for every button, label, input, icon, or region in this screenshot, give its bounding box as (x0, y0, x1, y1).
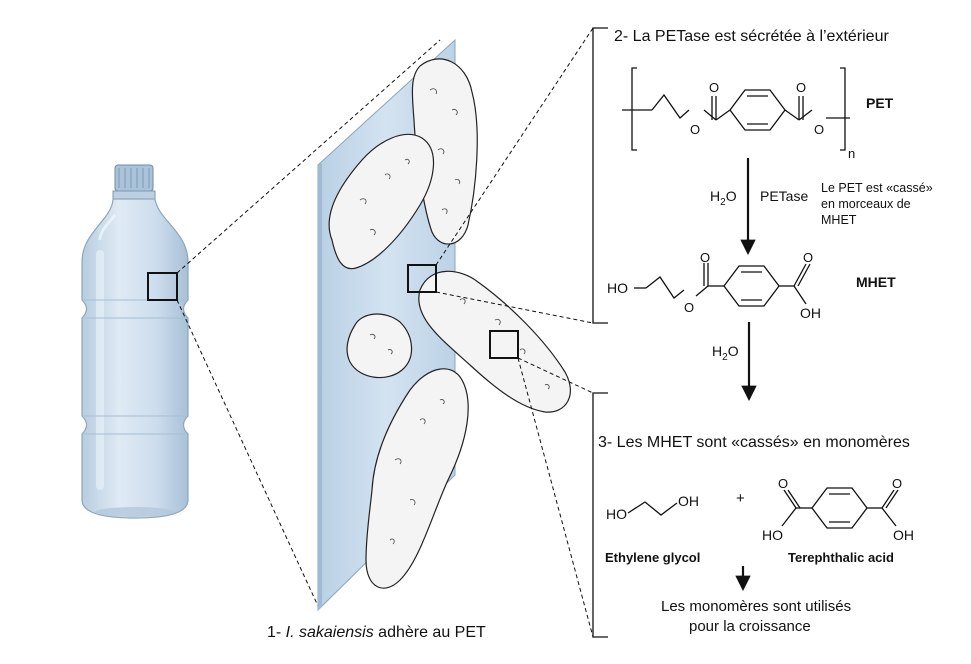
mhet-label: MHET (856, 274, 896, 290)
panel-brackets (592, 27, 608, 638)
step1-suffix: adhère au PET (373, 624, 486, 641)
glycol-ho: HO (606, 506, 627, 522)
bottle-zoom-box (147, 272, 178, 301)
svg-text:O: O (892, 476, 902, 491)
pet-atoms: O O O O (690, 80, 824, 137)
note-line-1: Le PET est «cassé» (821, 181, 933, 195)
bacteria-texture (359, 88, 550, 545)
note-line-3: MHET (821, 213, 857, 227)
enzyme-label: PETase (760, 188, 808, 204)
bacteria-cluster (328, 58, 571, 589)
ethylene-glycol-structure (627, 501, 678, 516)
terephthalic-acid-structure (781, 487, 899, 529)
svg-text:O: O (690, 122, 700, 137)
arrow2-reagent: H2O (712, 343, 739, 363)
acid-name: Terephthalic acid (788, 550, 894, 565)
plastic-bottle (81, 164, 189, 519)
step1-species: I. sakaiensis (285, 624, 374, 641)
bacterium-zoom-box (489, 330, 519, 359)
result-line-1: Les monomères sont utilisés (661, 598, 851, 615)
step1-caption: 1- I. sakaiensis adhère au PET (267, 624, 486, 642)
acid-oh: OH (893, 527, 914, 543)
pet-label: PET (866, 95, 894, 111)
svg-text:O: O (709, 80, 719, 95)
plus-sign: + (736, 490, 745, 507)
glycol-name: Ethylene glycol (605, 550, 700, 565)
svg-text:O: O (684, 300, 694, 315)
mhet-structure (634, 263, 811, 307)
note-line-2: en morceaux de (821, 197, 911, 211)
arrow1-reagent: H2O (710, 188, 737, 208)
svg-text:O: O (778, 476, 788, 491)
step1-prefix: 1- (267, 624, 286, 641)
svg-text:O: O (796, 80, 806, 95)
zoom-lines-panels (435, 27, 594, 638)
mhet-oh: OH (800, 305, 821, 321)
step2-title: 2- La PETase est sécrétée à l’extérieur (614, 28, 889, 45)
repeat-n: n (848, 146, 855, 161)
svg-text:O: O (814, 122, 824, 137)
glycol-oh: OH (678, 493, 699, 509)
mhet-ho: HO (607, 280, 628, 296)
zoom-lines-bottle (176, 39, 441, 607)
pet-structure (622, 67, 850, 151)
svg-text:O: O (803, 250, 813, 265)
acid-ho: HO (762, 527, 783, 543)
result-line-2: pour la croissance (689, 618, 811, 635)
sheet-zoom-box (407, 264, 437, 293)
svg-text:O: O (700, 250, 710, 265)
step3-title: 3- Les MHET sont «cassés» en monomères (598, 434, 910, 451)
